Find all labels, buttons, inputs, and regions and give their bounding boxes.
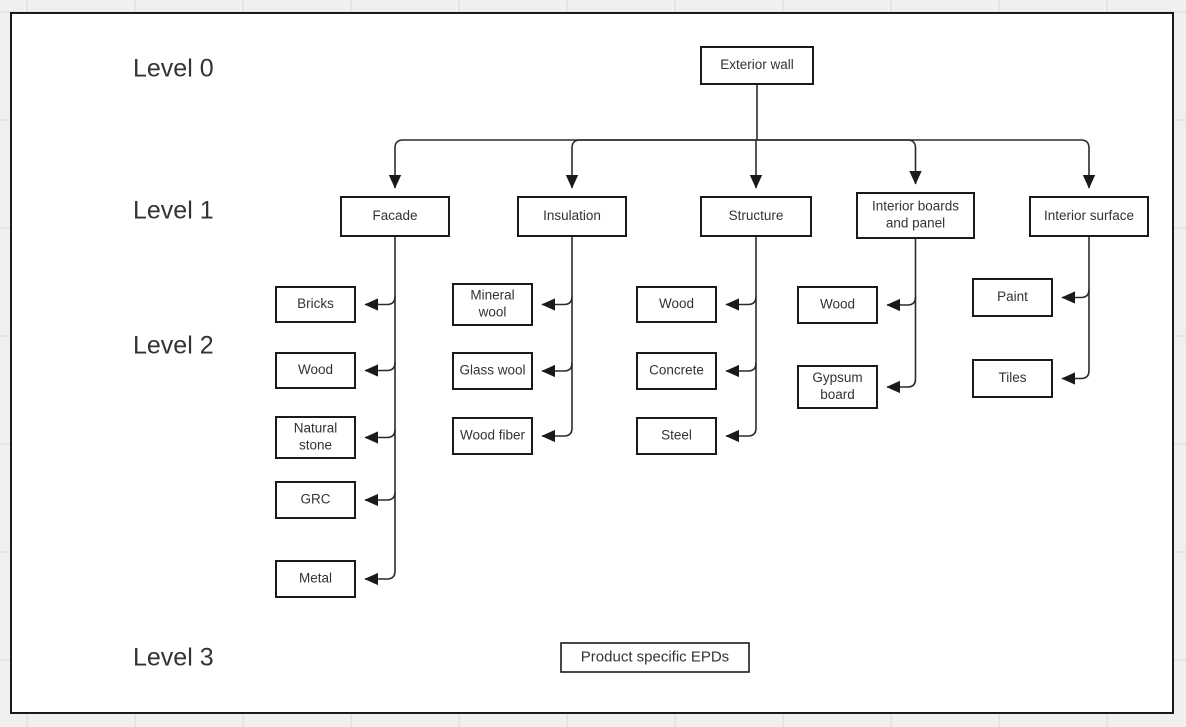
node-facade-natural-stone-label: Natural <box>294 421 338 436</box>
connector-facade-to-facade-bricks <box>364 296 396 311</box>
node-facade-metal-label: Metal <box>299 571 332 586</box>
node-surface-tiles-label: Tiles <box>998 370 1026 385</box>
node-insulation-wood-fiber-label: Wood fiber <box>460 428 526 443</box>
node-structure-steel-box <box>636 417 717 455</box>
node-boards-gypsum[interactable]: Gypsum board <box>797 365 878 409</box>
connector-interior-boards-to-boards-gypsum <box>886 378 917 394</box>
connector-insulation-to-insulation-mineral-wool <box>541 296 573 311</box>
node-facade-wood[interactable]: Wood <box>275 352 356 389</box>
node-exterior-wall-box <box>700 46 814 85</box>
node-facade-bricks-label: Bricks <box>297 296 334 311</box>
node-structure-concrete[interactable]: Concrete <box>636 352 717 390</box>
node-structure-label: Structure <box>729 208 784 223</box>
connector-root-to-interior-surface <box>757 139 1096 189</box>
node-insulation-glass-wool-label: Glass wool <box>459 363 525 378</box>
node-facade-wood-label: Wood <box>298 362 333 377</box>
node-insulation-mineral-wool-box <box>452 283 533 326</box>
connector-root-to-insulation <box>565 139 757 189</box>
node-product-specific-epds-box <box>560 642 750 673</box>
node-facade-natural-stone-label: stone <box>299 438 332 453</box>
node-surface-paint-box <box>972 278 1053 317</box>
node-interior-boards[interactable]: Interior boards and panel <box>856 192 975 239</box>
node-structure-wood[interactable]: Wood <box>636 286 717 323</box>
node-insulation-mineral-wool-label: Mineral <box>470 288 514 303</box>
node-structure-wood-box <box>636 286 717 323</box>
node-insulation-mineral-wool-label: wool <box>478 305 507 320</box>
level-label-level-3: Level 3 <box>133 644 214 672</box>
node-facade-natural-stone[interactable]: Natural stone <box>275 416 356 459</box>
connector-layer <box>364 84 1096 586</box>
connector-insulation-to-insulation-wood-fiber <box>541 427 573 443</box>
node-insulation-glass-wool-box <box>452 352 533 390</box>
node-boards-wood-label: Wood <box>820 297 855 312</box>
connector-interior-boards-to-boards-wood <box>886 296 917 312</box>
connector-facade-to-facade-grc <box>364 491 396 507</box>
node-facade-grc-box <box>275 481 356 519</box>
node-facade[interactable]: Facade <box>340 196 450 237</box>
node-boards-gypsum-box <box>797 365 878 409</box>
connector-facade-to-facade-metal <box>364 570 396 586</box>
node-product-specific-epds[interactable]: Product specific EPDs <box>560 642 750 673</box>
connector-insulation-to-insulation-glass-wool <box>541 362 573 378</box>
node-facade-label: Facade <box>372 208 417 223</box>
node-insulation-mineral-wool[interactable]: Mineral wool <box>452 283 533 326</box>
node-surface-tiles[interactable]: Tiles <box>972 359 1053 398</box>
node-structure[interactable]: Structure <box>700 196 812 237</box>
node-structure-wood-label: Wood <box>659 296 694 311</box>
node-surface-tiles-box <box>972 359 1053 398</box>
node-structure-steel[interactable]: Steel <box>636 417 717 455</box>
node-surface-paint[interactable]: Paint <box>972 278 1053 317</box>
node-exterior-wall-label: Exterior wall <box>720 57 794 72</box>
connector-structure-to-structure-wood <box>725 296 757 311</box>
node-boards-gypsum-label: Gypsum <box>812 370 862 385</box>
connector-structure-to-structure-steel <box>725 427 757 443</box>
node-insulation-wood-fiber[interactable]: Wood fiber <box>452 417 533 455</box>
node-insulation-box <box>517 196 627 237</box>
node-facade-metal-box <box>275 560 356 598</box>
level-label-layer: Level 0 Level 1 Level 2 Level 3 <box>133 55 214 672</box>
node-boards-wood[interactable]: Wood <box>797 286 878 324</box>
node-structure-concrete-label: Concrete <box>649 363 704 378</box>
node-interior-boards-label: and panel <box>886 216 945 231</box>
node-boards-wood-box <box>797 286 878 324</box>
node-insulation-glass-wool[interactable]: Glass wool <box>452 352 533 390</box>
node-facade-grc-label: GRC <box>301 492 331 507</box>
connector-root-to-interior-boards <box>757 139 922 185</box>
level-label-level-0: Level 0 <box>133 55 214 83</box>
node-facade-grc[interactable]: GRC <box>275 481 356 519</box>
connector-interior-surface-to-surface-paint <box>1061 289 1090 304</box>
node-interior-surface[interactable]: Interior surface <box>1029 196 1149 237</box>
node-structure-box <box>700 196 812 237</box>
node-interior-surface-label: Interior surface <box>1044 208 1134 223</box>
node-interior-boards-label: Interior boards <box>872 199 959 214</box>
node-facade-natural-stone-box <box>275 416 356 459</box>
connector-facade-to-facade-natural-stone <box>364 429 396 444</box>
node-facade-bricks[interactable]: Bricks <box>275 286 356 323</box>
node-structure-steel-label: Steel <box>661 428 692 443</box>
node-facade-metal[interactable]: Metal <box>275 560 356 598</box>
node-facade-bricks-box <box>275 286 356 323</box>
connector-root-to-facade <box>388 139 757 189</box>
node-exterior-wall[interactable]: Exterior wall <box>700 46 814 85</box>
connector-facade-to-facade-wood <box>364 362 396 377</box>
node-product-specific-epds-label: Product specific EPDs <box>581 648 729 665</box>
node-facade-wood-box <box>275 352 356 389</box>
node-facade-box <box>340 196 450 237</box>
level-label-level-1: Level 1 <box>133 197 214 225</box>
connector-interior-surface-to-surface-tiles <box>1061 370 1090 385</box>
node-insulation-label: Insulation <box>543 208 601 223</box>
node-insulation[interactable]: Insulation <box>517 196 627 237</box>
level-label-level-2: Level 2 <box>133 332 214 360</box>
node-interior-surface-box <box>1029 196 1149 237</box>
node-interior-boards-box <box>856 192 975 239</box>
node-surface-paint-label: Paint <box>997 289 1028 304</box>
node-boards-gypsum-label: board <box>820 387 855 402</box>
node-insulation-wood-fiber-box <box>452 417 533 455</box>
connector-structure-to-structure-concrete <box>725 362 757 378</box>
node-structure-concrete-box <box>636 352 717 390</box>
